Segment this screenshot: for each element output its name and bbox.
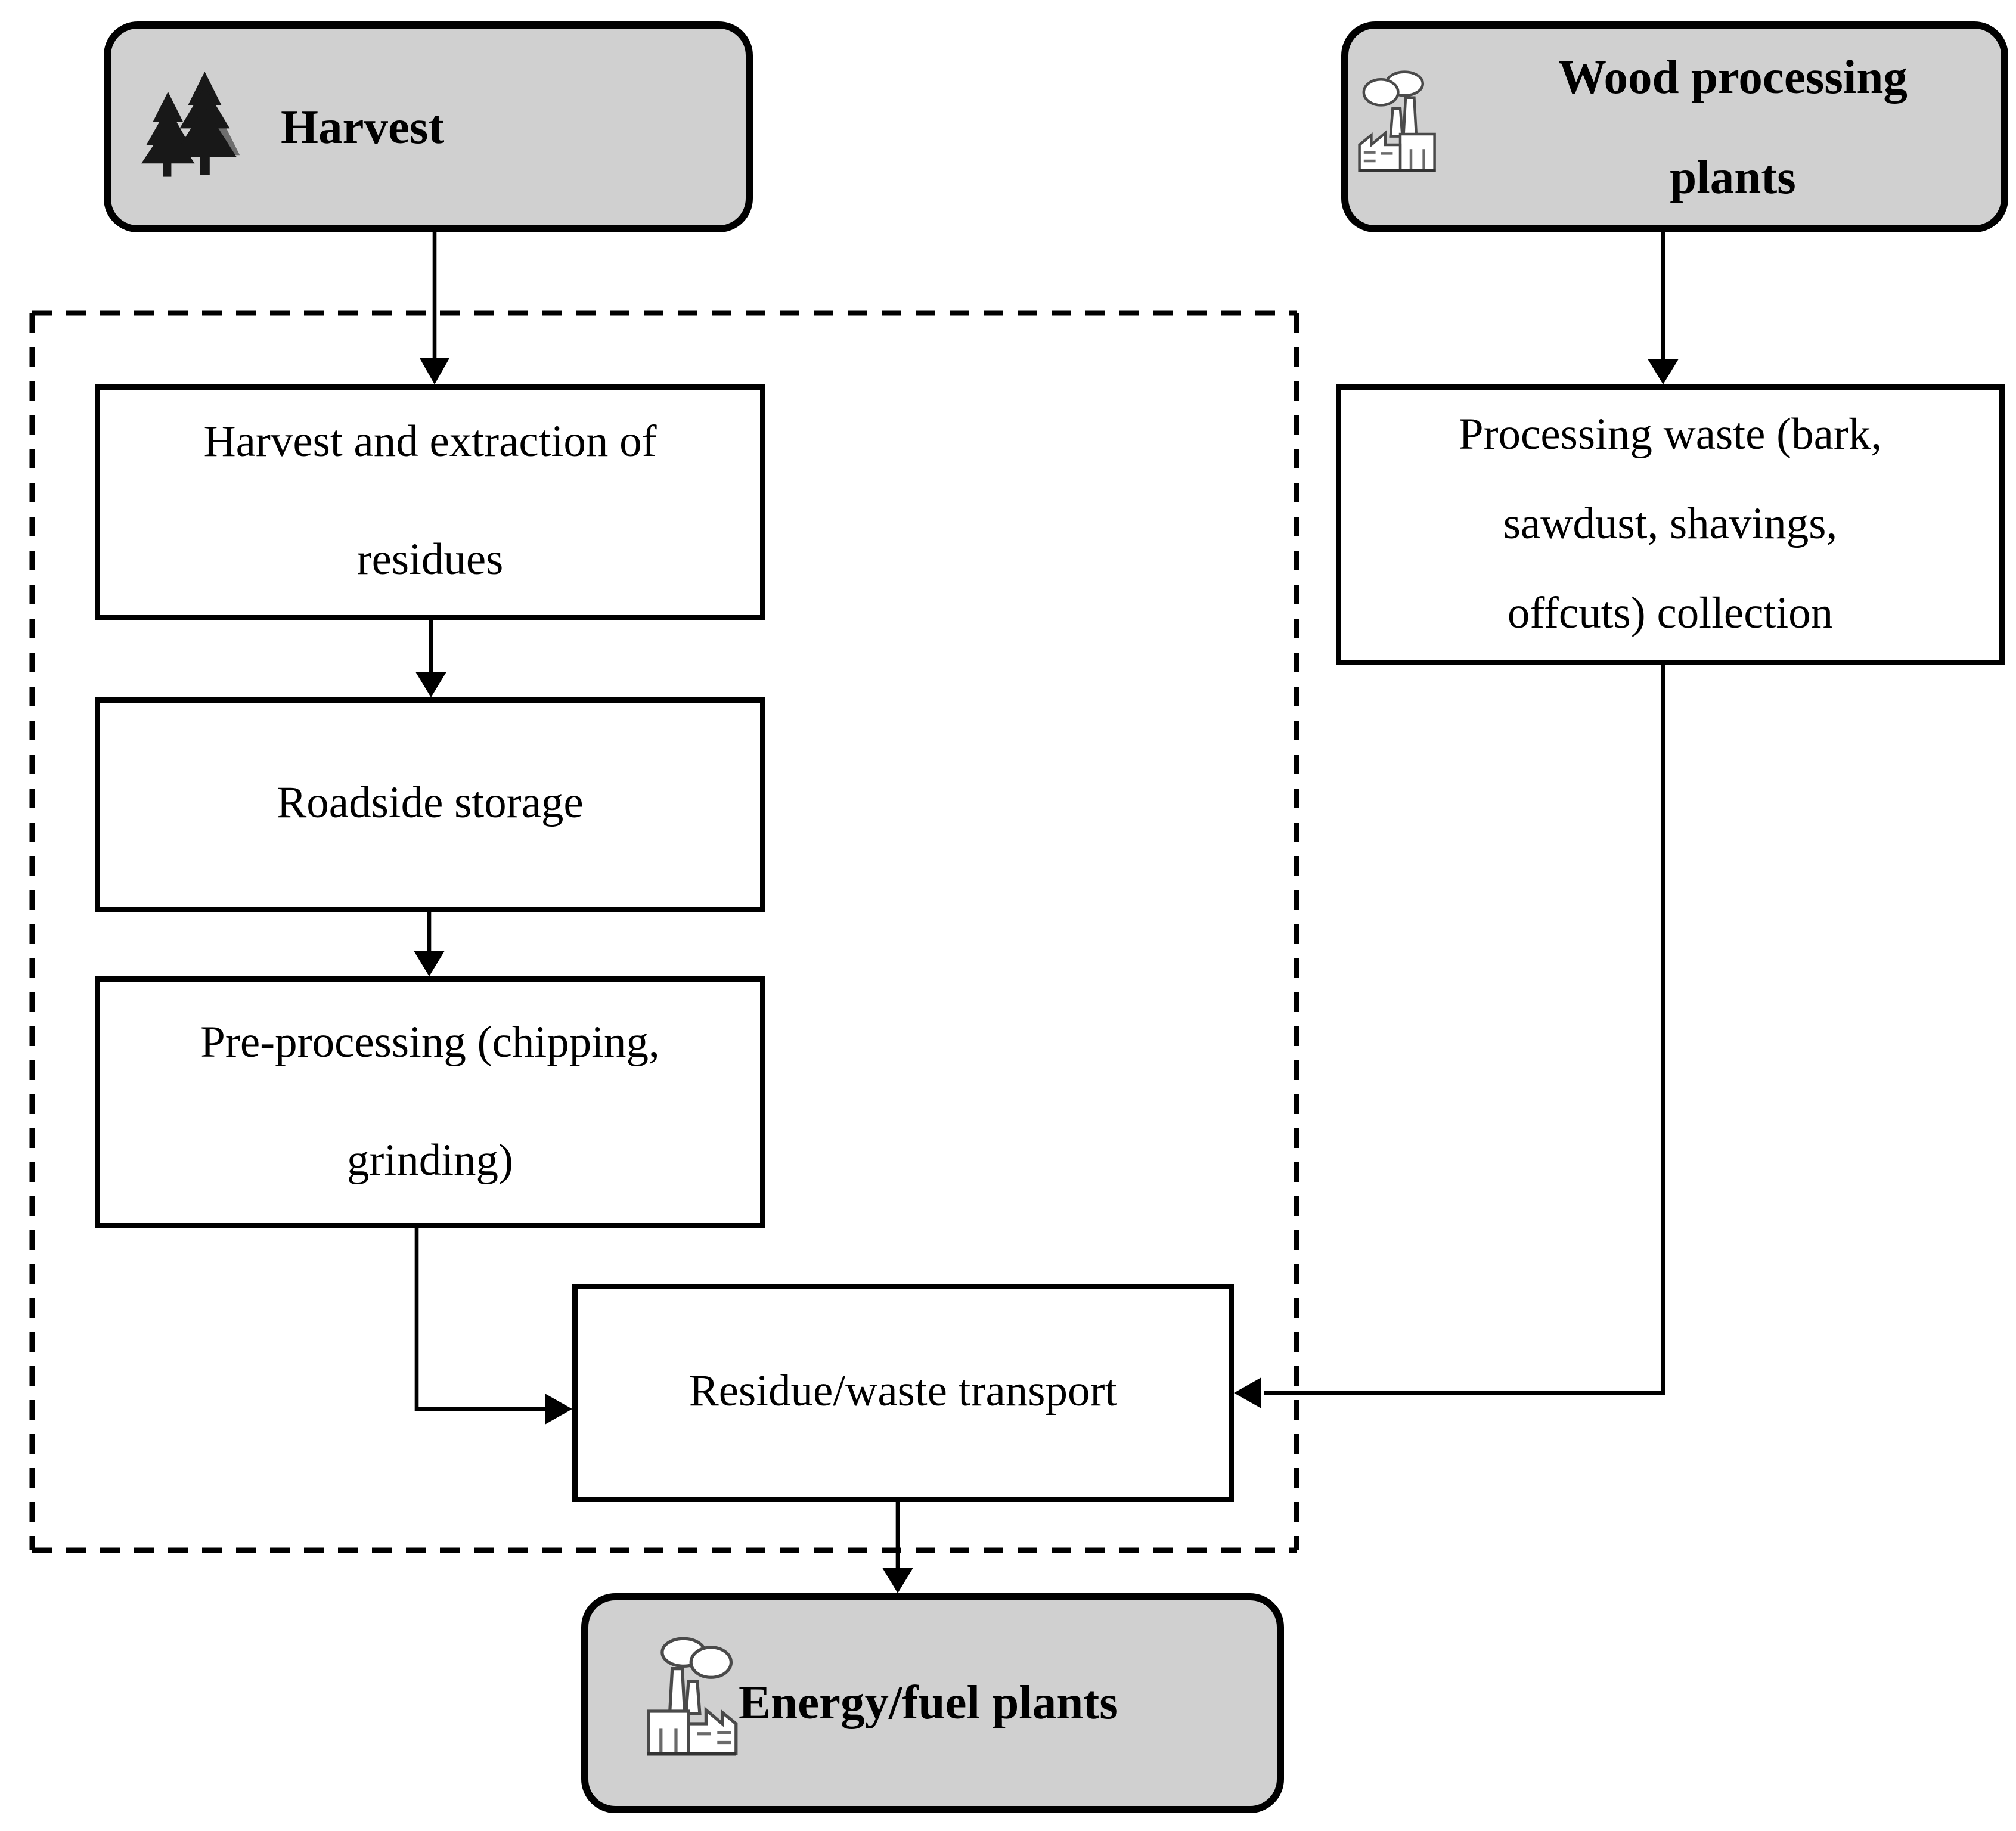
node-roadside-storage: Roadside storage bbox=[95, 697, 765, 912]
node-processing-waste-collection: Processing waste (bark, sawdust, shaving… bbox=[1336, 384, 2005, 665]
node-energy-fuel-plants-label: Energy/fuel plants bbox=[739, 1675, 1118, 1729]
node-harvest-and-extraction: Harvest and extraction of residues bbox=[95, 384, 765, 620]
node-roadside-storage-label: Roadside storage bbox=[277, 780, 584, 828]
factory-icon bbox=[1357, 53, 1465, 201]
factory-icon bbox=[613, 1625, 739, 1781]
edge-harvest-to-extraction-arrowhead bbox=[419, 358, 450, 385]
node-residue-waste-transport-label: Residue/waste transport bbox=[688, 1368, 1118, 1416]
edge-preprocessing-to-transport-line bbox=[414, 1228, 549, 1411]
edge-waste-to-transport-line bbox=[1264, 665, 1665, 1395]
node-residue-waste-transport: Residue/waste transport bbox=[572, 1284, 1234, 1502]
node-wood-processing-plants: Wood processing plants bbox=[1341, 21, 2008, 232]
node-energy-fuel-plants: Energy/fuel plants bbox=[581, 1593, 1284, 1813]
system-boundary-dashed-box bbox=[29, 310, 1299, 1553]
edge-preprocessing-to-transport-arrowhead bbox=[545, 1394, 572, 1425]
edge-extraction-to-roadside-arrowhead bbox=[415, 672, 446, 698]
node-processing-waste-collection-label: Processing waste (bark, bbox=[1458, 410, 1882, 459]
edge-wood-to-waste-arrowhead bbox=[1648, 359, 1679, 385]
node-pre-processing-label: Pre-processing (chipping, bbox=[200, 1018, 660, 1067]
node-harvest-and-extraction-label: Harvest and extraction of bbox=[203, 418, 657, 467]
edge-transport-to-energy-arrowhead bbox=[882, 1568, 913, 1593]
node-pre-processing: Pre-processing (chipping, grinding) bbox=[95, 976, 765, 1228]
node-wood-processing-plants-label: Wood processing plants bbox=[1558, 50, 1908, 204]
node-harvest: Harvest bbox=[104, 21, 753, 232]
node-harvest-label: Harvest bbox=[281, 99, 445, 153]
edge-waste-to-transport-arrowhead bbox=[1233, 1377, 1261, 1408]
evergreen-trees-icon bbox=[141, 55, 241, 200]
edge-roadside-to-preprocessing-arrowhead bbox=[414, 951, 445, 976]
